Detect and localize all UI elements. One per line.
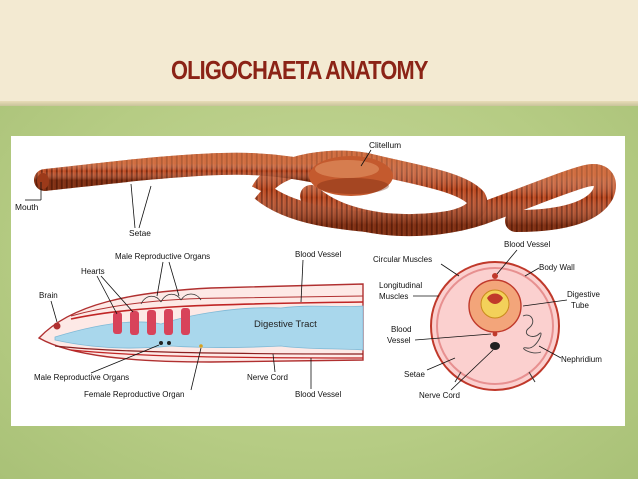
- label-male-reproductive-top: Male Reproductive Organs: [115, 252, 210, 261]
- label-body-wall: Body Wall: [539, 263, 575, 272]
- label-male-reproductive-bottom: Male Reproductive Organs: [34, 373, 129, 382]
- label-nerve-cord-long: Nerve Cord: [247, 373, 288, 382]
- hearts: [113, 308, 190, 335]
- diagram-panel: Clitellum Mouth Setae: [11, 136, 625, 426]
- label-digestive-tract: Digestive Tract: [254, 319, 317, 330]
- digestive-tract: [54, 305, 364, 351]
- label-nephridium: Nephridium: [561, 355, 602, 364]
- anatomy-diagram: Clitellum Mouth Setae: [15, 140, 616, 400]
- label-brain: Brain: [39, 291, 58, 300]
- title-band: [0, 0, 638, 104]
- label-setae-cross: Setae: [404, 370, 425, 379]
- label-blood-vessel-bottom: Blood Vessel: [295, 390, 341, 399]
- label-mouth: Mouth: [15, 202, 39, 212]
- label-clitellum: Clitellum: [369, 140, 401, 150]
- label-longitudinal-muscles-2: Muscles: [379, 292, 408, 301]
- label-digestive-tube-1: Digestive: [567, 290, 600, 299]
- label-digestive-tube-2: Tube: [571, 301, 589, 310]
- label-blood-vessel-cross-left-1: Blood: [391, 325, 411, 334]
- cross-section: [430, 261, 560, 391]
- label-circular-muscles: Circular Muscles: [373, 255, 432, 264]
- external-labels: Clitellum Mouth Setae: [15, 140, 401, 238]
- label-setae-external: Setae: [129, 228, 151, 238]
- label-blood-vessel-cross-top: Blood Vessel: [504, 240, 550, 249]
- title-band-edge: [0, 101, 638, 106]
- nephridium: [522, 314, 542, 354]
- label-longitudinal-muscles-1: Longitudinal: [379, 281, 422, 290]
- label-female-reproductive: Female Reproductive Organ: [84, 390, 185, 399]
- label-hearts: Hearts: [81, 267, 105, 276]
- earthworm-external-view: [34, 150, 616, 237]
- label-blood-vessel-cross-left-2: Vessel: [387, 336, 411, 345]
- slide-title: OLIGOCHAETA ANATOMY: [171, 55, 428, 85]
- longitudinal-section: [37, 283, 364, 363]
- label-blood-vessel-top: Blood Vessel: [295, 250, 341, 259]
- label-nerve-cord-cross: Nerve Cord: [419, 391, 460, 400]
- longitudinal-labels: Male Reproductive Organs Blood Vessel He…: [34, 250, 341, 399]
- cross-section-labels: Circular Muscles Blood Vessel Body Wall …: [373, 240, 602, 400]
